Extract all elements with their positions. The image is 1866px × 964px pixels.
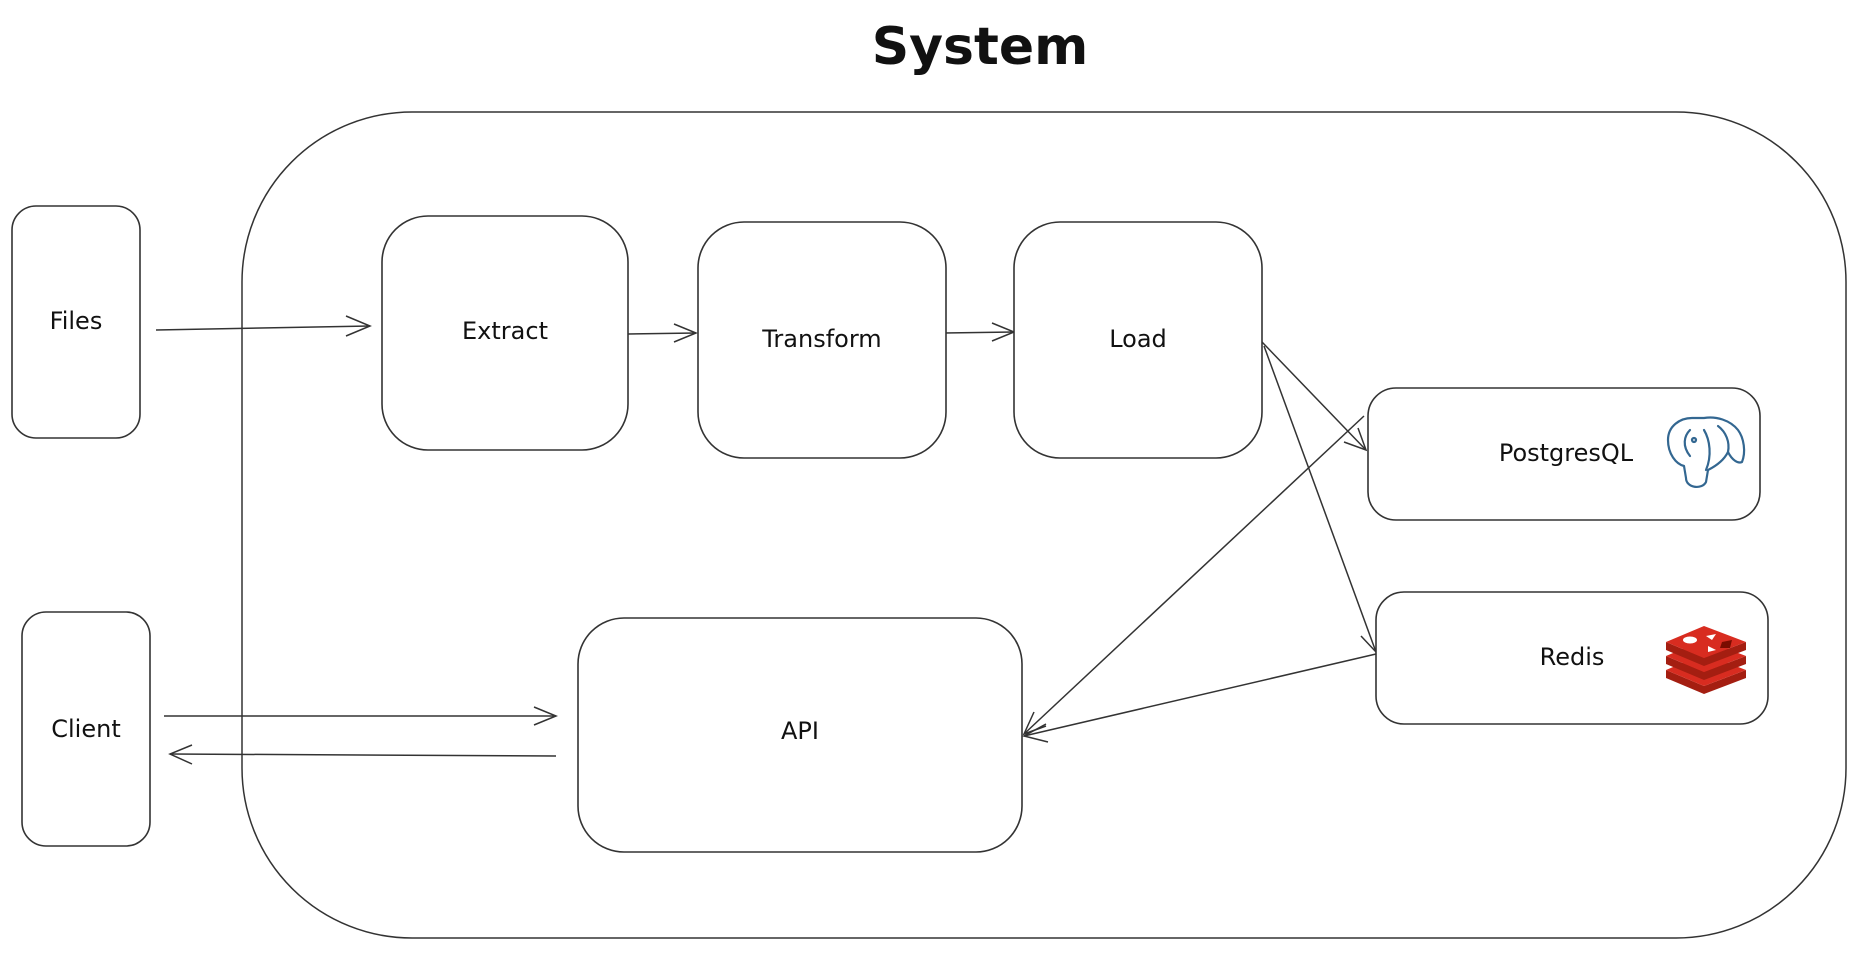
edge-api-client: [169, 753, 557, 757]
node-load[interactable]: Load: [1013, 221, 1263, 459]
files-box[interactable]: [11, 205, 141, 439]
postgresql-elephant-icon: [1666, 416, 1746, 488]
arrowhead-redis-api: [1021, 723, 1049, 743]
edge-postgres-api: [1023, 415, 1365, 735]
system-boundary: [241, 111, 1847, 939]
load-box[interactable]: [1013, 221, 1263, 459]
load-label: Load: [1109, 325, 1167, 353]
files-label: Files: [50, 307, 103, 335]
extract-box[interactable]: [381, 215, 629, 451]
diagram-title: System: [872, 17, 1089, 77]
redis-label: Redis: [1540, 643, 1605, 671]
edge-files-extract: [155, 325, 371, 331]
edge-load-redis: [1263, 345, 1377, 653]
node-redis[interactable]: Redis: [1375, 591, 1769, 725]
edge-load-postgres: [1261, 341, 1367, 451]
postgres-box[interactable]: [1367, 387, 1761, 521]
node-client[interactable]: Client: [21, 611, 151, 847]
edge-redis-api: [1023, 653, 1377, 737]
client-box[interactable]: [21, 611, 151, 847]
node-files[interactable]: Files: [11, 205, 141, 439]
arrowhead-load-postgres: [1343, 427, 1368, 452]
postgres-label: PostgresQL: [1499, 439, 1634, 467]
extract-label: Extract: [462, 317, 548, 345]
arrowhead-extract-transform: [673, 323, 698, 343]
arrowhead-files-extract: [345, 315, 372, 337]
arrowhead-client-api: [533, 706, 558, 726]
node-api[interactable]: API: [577, 617, 1023, 853]
transform-box[interactable]: [697, 221, 947, 459]
redis-box[interactable]: [1375, 591, 1769, 725]
client-label: Client: [51, 715, 120, 743]
api-label: API: [781, 717, 819, 745]
edge-transform-load: [943, 331, 1015, 334]
arrowhead-api-client: [168, 744, 193, 765]
node-extract[interactable]: Extract: [381, 215, 629, 451]
api-box[interactable]: [577, 617, 1023, 853]
edge-extract-transform: [627, 332, 697, 335]
redis-stack-icon: [1666, 626, 1746, 694]
node-transform[interactable]: Transform: [697, 221, 947, 459]
node-postgres[interactable]: PostgresQL: [1367, 387, 1761, 521]
transform-label: Transform: [761, 325, 881, 353]
